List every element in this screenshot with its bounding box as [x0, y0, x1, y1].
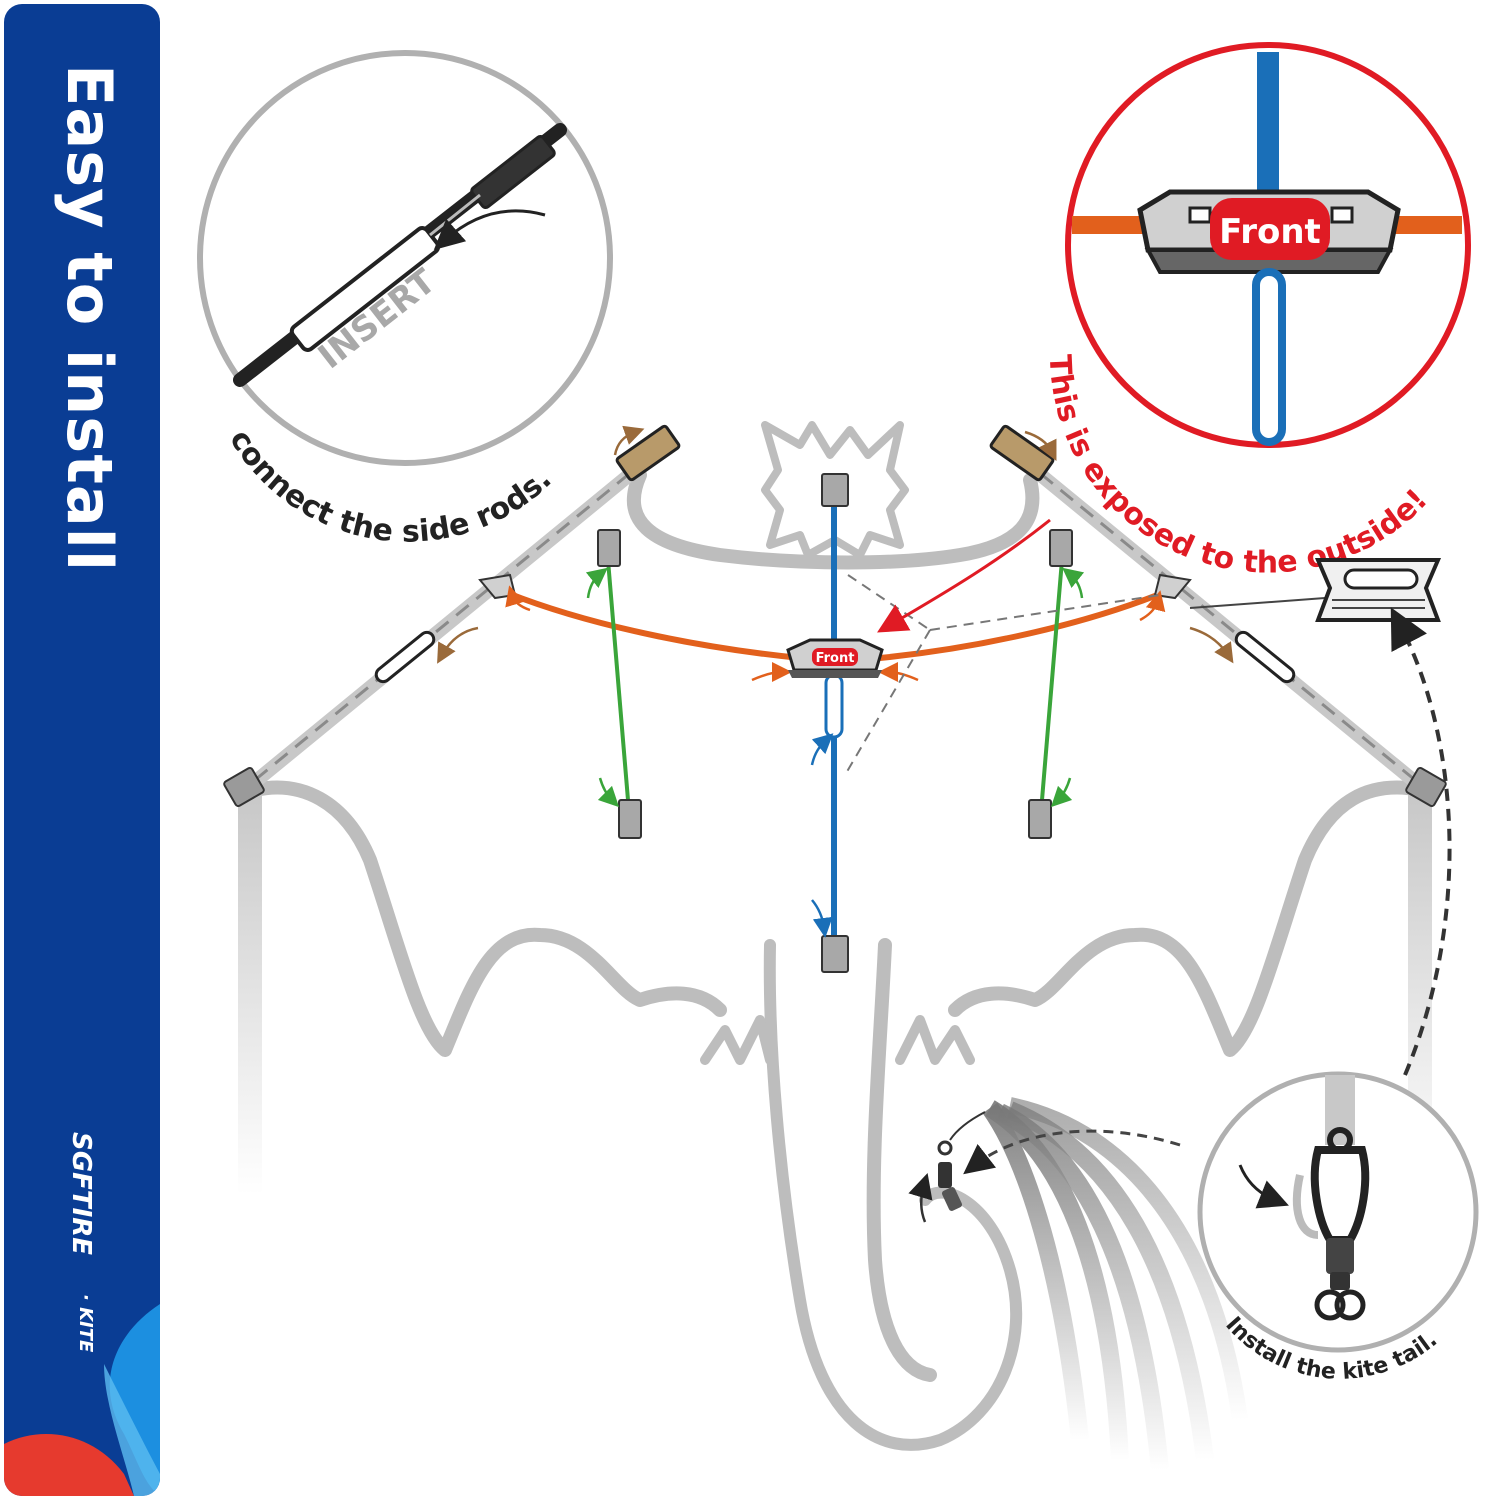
front-label: Front — [1219, 212, 1321, 252]
curved-arrow-icon — [437, 626, 479, 664]
right-rod-ferrule-icon — [1234, 630, 1296, 684]
sidebar-wave-decoration — [4, 1304, 160, 1496]
sidebar-banner: Easy to install SGFTIRE · KITE — [4, 4, 160, 1496]
tail-zoom-circle — [1197, 1071, 1479, 1353]
right-strut — [1028, 529, 1085, 839]
curved-arrow-icon — [1024, 430, 1057, 461]
curved-arrow-icon — [1238, 1164, 1289, 1209]
right-top-connector-icon — [989, 424, 1055, 482]
dashed-arrow-icon — [1390, 607, 1452, 1076]
insert-zoom-circle: INSERT — [197, 50, 613, 466]
connector-icon — [1189, 558, 1442, 622]
right-wingtip-cap-icon — [1405, 766, 1447, 808]
left-strut — [585, 529, 642, 839]
front-zoom-circle: Front — [1065, 42, 1471, 448]
center-spine — [810, 473, 849, 973]
left-hanging-leg — [238, 795, 262, 1195]
cross-spar — [478, 573, 1192, 683]
curved-arrow-icon — [908, 1173, 933, 1223]
snap-swivel-icon — [1310, 1127, 1370, 1321]
left-side-rod — [238, 451, 657, 797]
left-rod-ferrule-icon — [374, 630, 436, 684]
spine-bottom-cap-icon — [821, 935, 849, 973]
right-side-rod — [1013, 451, 1432, 797]
curved-arrow-icon — [433, 209, 546, 250]
center-connector-small: Front — [786, 638, 884, 678]
dashed-arrow-icon — [963, 1129, 1181, 1175]
curved-arrow-icon — [1189, 626, 1234, 664]
bridle-lines — [844, 574, 1161, 776]
kite-tail-icon — [937, 1097, 1248, 1471]
left-top-connector-icon — [615, 424, 681, 482]
left-wingtip-cap-icon — [223, 766, 265, 808]
spine-top-cap-icon — [821, 473, 849, 507]
bat-kite-outline — [248, 421, 1427, 1451]
curved-arrow-icon — [613, 425, 645, 456]
front-small-label: Front — [816, 651, 855, 666]
pointer-arrow-icon — [877, 518, 1051, 633]
